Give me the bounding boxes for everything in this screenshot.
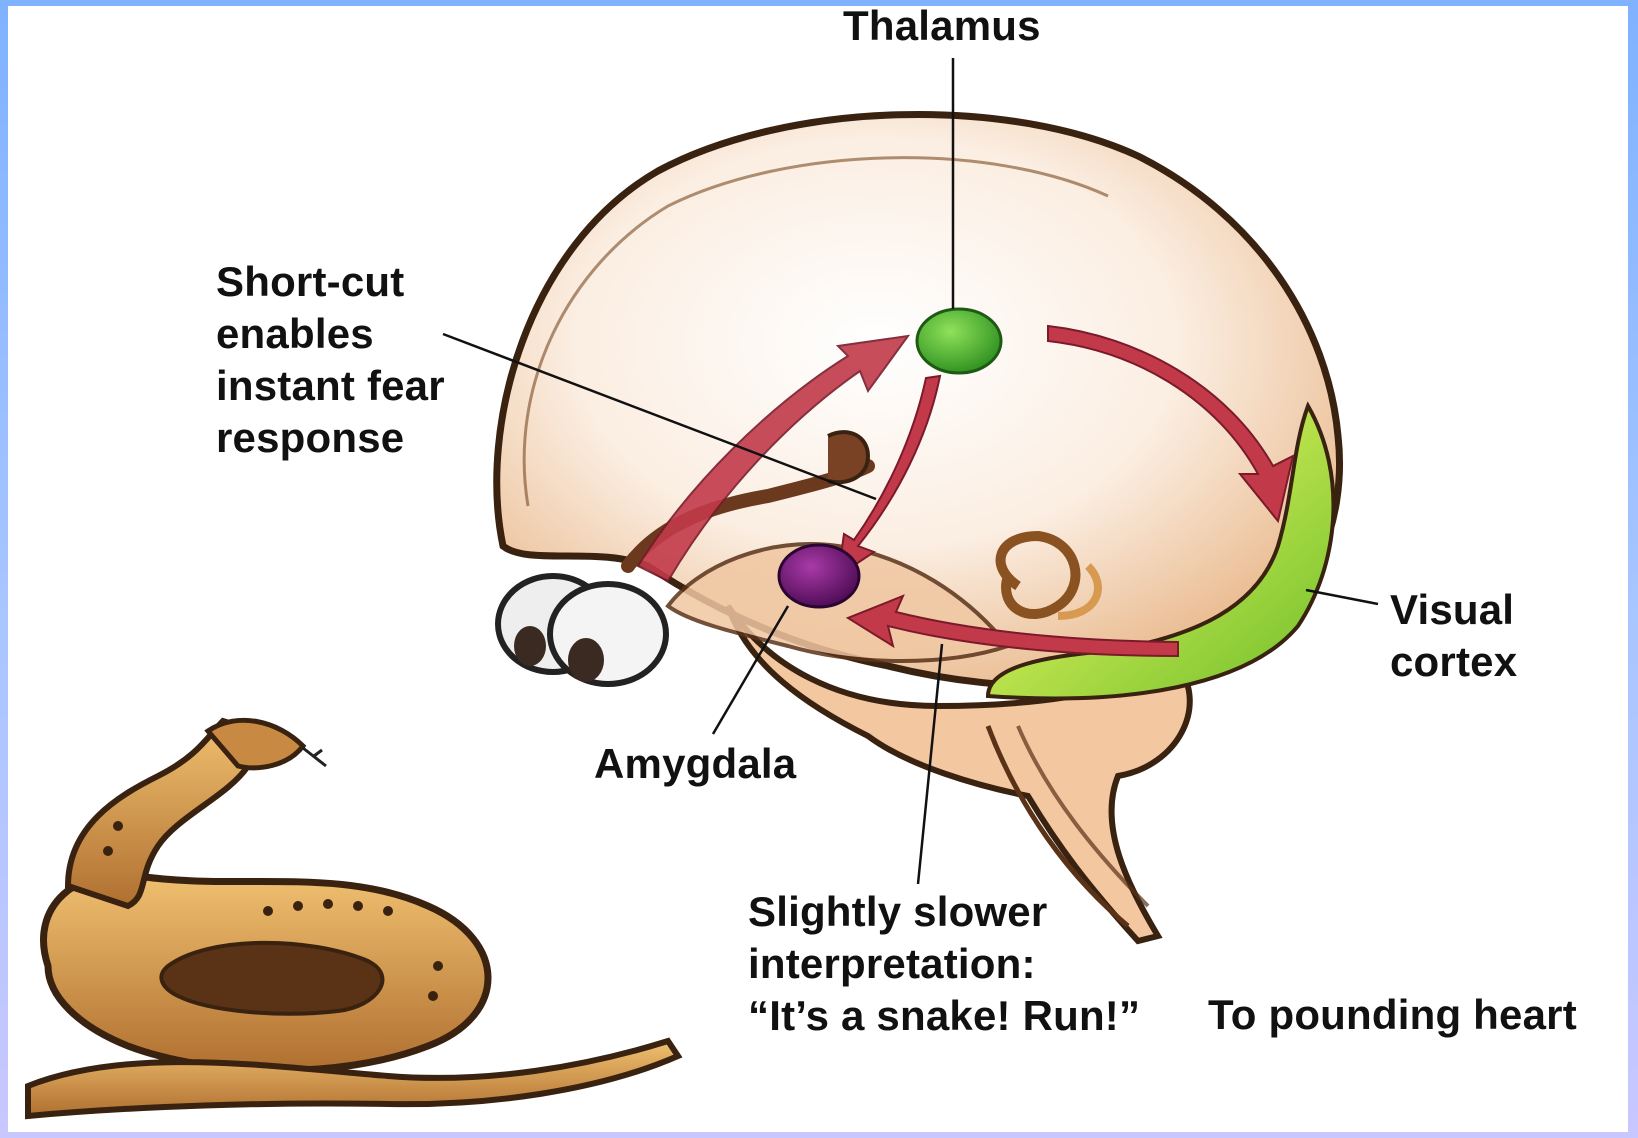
- thalamus-label: Thalamus: [843, 6, 1041, 52]
- thalamus-dot: [917, 309, 1001, 373]
- slower-interpretation-label: Slightly slower interpretation: “It’s a …: [748, 886, 1140, 1042]
- eyes: [498, 576, 666, 684]
- amygdala-label: Amygdala: [594, 738, 796, 790]
- snake-illustration: [28, 720, 678, 1116]
- pounding-heart-label: To pounding heart: [1208, 989, 1577, 1041]
- amygdala-dot: [779, 545, 859, 607]
- slide: Thalamus Short-cut enables instant fear …: [8, 6, 1628, 1132]
- visual-cortex-label: Visual cortex: [1390, 584, 1517, 688]
- shortcut-label: Short-cut enables instant fear response: [216, 256, 445, 464]
